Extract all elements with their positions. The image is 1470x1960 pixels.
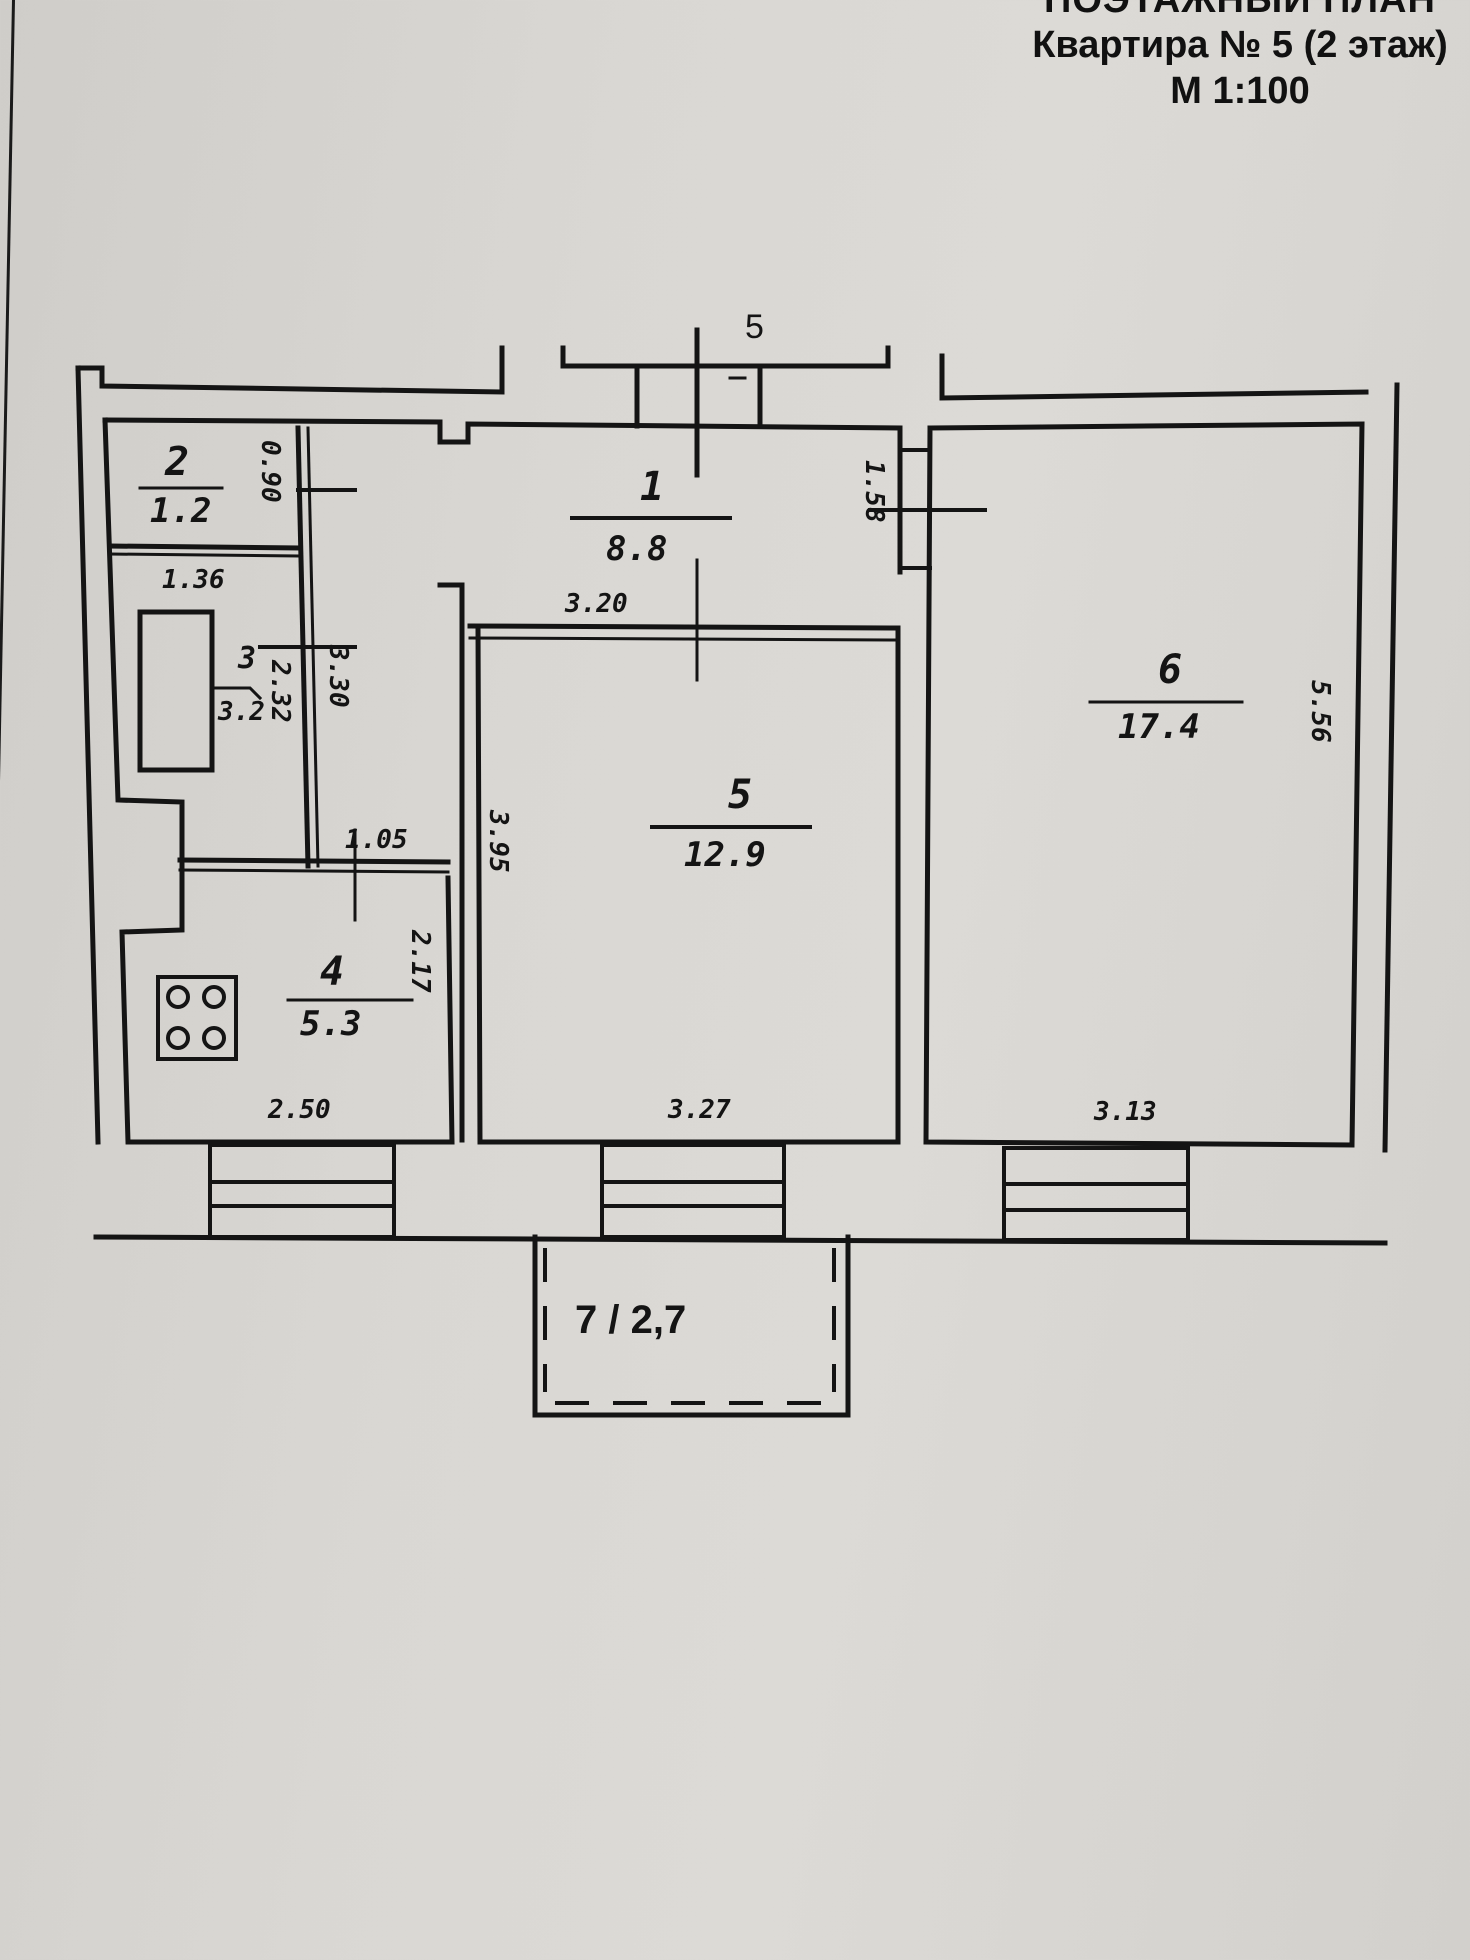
dimension-label: 5.56 [1305, 680, 1335, 743]
room-area: 5.3 [300, 1004, 361, 1044]
room-1-label: 1 8.8 [570, 464, 732, 569]
dimension-label: 1.05 [345, 825, 408, 855]
room-6-label: 6 17.4 [1088, 647, 1244, 747]
dimension-label: 3.13 [1093, 1097, 1157, 1127]
room-number: 6 [1158, 647, 1182, 693]
dimension-label: 1.36 [162, 565, 225, 595]
axis-label: 5 [745, 308, 764, 346]
apartment-label: Квартира № 5 (2 этаж) [1032, 24, 1448, 66]
room-labels: 2 1.2 1 8.8 3 3.2 4 5.3 5 12.9 6 17.4 [138, 439, 1244, 1044]
room-2-label: 2 1.2 [138, 439, 224, 531]
room-number: 2 [164, 439, 189, 485]
interior-walls [102, 417, 1365, 1148]
room-area: 17.4 [1118, 707, 1200, 747]
dimension-label: 3.30 [323, 644, 353, 708]
window-room-5 [600, 1143, 786, 1239]
document-title: ПОЭТАЖНЫЙ ПЛАН [1044, 0, 1436, 21]
room-area: 12.9 [684, 835, 766, 875]
room-4-label: 4 5.3 [286, 949, 414, 1044]
room-3-label: 3 3.2 [217, 641, 265, 727]
room-area: 1.2 [150, 491, 211, 531]
room-number: 3 [237, 641, 256, 676]
dimension-label: 3.20 [564, 589, 628, 619]
dimension-label: 3.27 [667, 1095, 731, 1125]
dimension-labels: 0.90 1.36 2.32 3.30 1.05 2.17 2.50 3.20 … [162, 440, 1335, 1127]
window-kitchen [208, 1143, 396, 1239]
scale-label: М 1:100 [1170, 70, 1310, 112]
room-number: 4 [320, 949, 344, 995]
windows [208, 1143, 1190, 1242]
stove-icon [156, 975, 238, 1061]
room-number: 1 [640, 464, 664, 510]
dimension-label: 0.90 [255, 440, 285, 503]
dimension-label: 1.58 [859, 460, 889, 523]
room-number: 5 [728, 772, 752, 818]
dimension-label: 2.17 [405, 929, 435, 993]
axis-marker: 5 [560, 308, 891, 478]
balcony: 7 / 2,7 [532, 1234, 851, 1418]
window-room-6 [1002, 1146, 1190, 1242]
room-area: 8.8 [606, 529, 667, 569]
dimension-label: 3.95 [483, 809, 513, 873]
dimension-label: 2.50 [267, 1095, 331, 1125]
balcony-label: 7 / 2,7 [575, 1298, 686, 1342]
dimension-label: 2.32 [265, 659, 295, 723]
room-5-label: 5 12.9 [650, 772, 812, 875]
document-header: ПОЭТАЖНЫЙ ПЛАН Квартира № 5 (2 этаж) М 1… [960, 0, 1470, 114]
room-area: 3.2 [217, 697, 265, 727]
